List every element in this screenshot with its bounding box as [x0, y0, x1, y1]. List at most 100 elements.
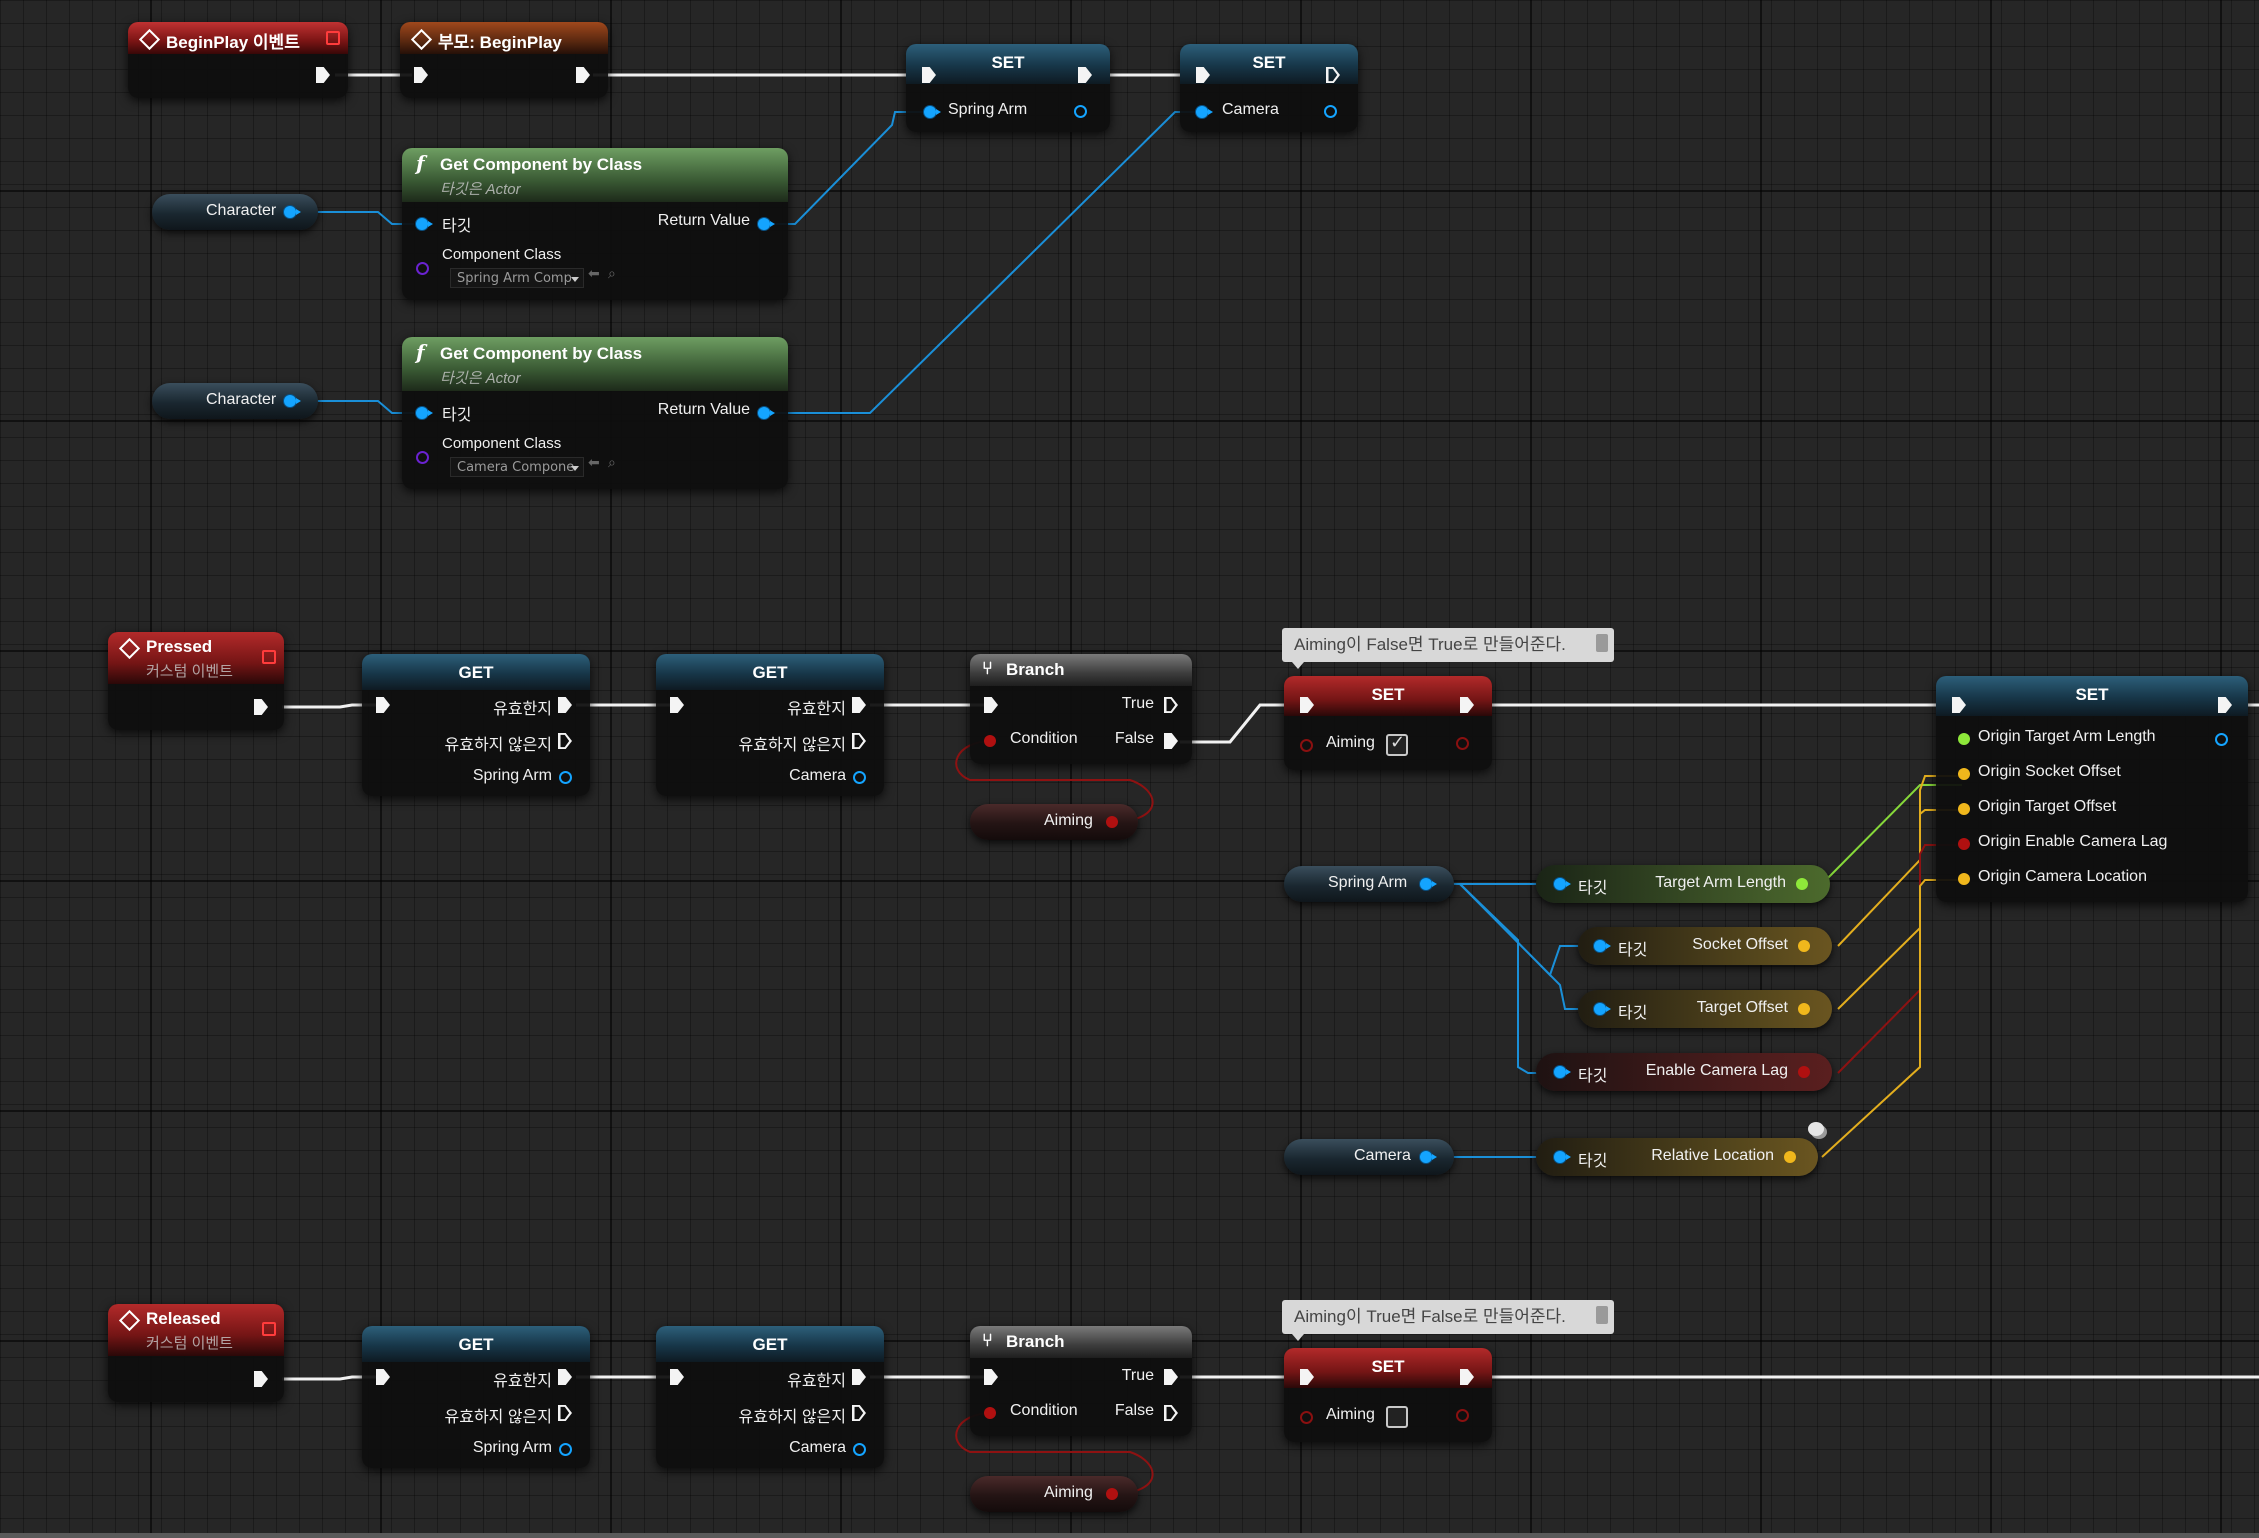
exec-in-pin[interactable] — [670, 697, 684, 713]
camera-out-pin[interactable] — [1420, 1151, 1437, 1163]
aiming-out-pin[interactable] — [1456, 1409, 1469, 1422]
target-offset-getter[interactable]: 타깃 Target Offset — [1578, 990, 1832, 1028]
exec-out-pin[interactable] — [1460, 697, 1474, 713]
exec-out-pin[interactable] — [316, 67, 330, 83]
spring-arm-out-pin[interactable] — [559, 771, 572, 784]
origin-enable-camera-lag-in-pin[interactable] — [1958, 838, 1970, 850]
set-aiming-node[interactable]: SET Aiming — [1284, 676, 1492, 770]
origin-socket-offset-in-pin[interactable] — [1958, 768, 1970, 780]
target-in-pin[interactable] — [1594, 940, 1611, 952]
target-in-pin[interactable] — [416, 218, 433, 230]
target-in-pin[interactable] — [416, 407, 433, 419]
condition-in-pin[interactable] — [984, 1407, 996, 1419]
bool-out-pin[interactable] — [1798, 1066, 1810, 1078]
component-class-dropdown[interactable]: Spring Arm Comp — [450, 268, 584, 288]
aiming-in-pin[interactable] — [1300, 739, 1313, 752]
component-class-dropdown[interactable]: Camera Compone — [450, 457, 584, 477]
exec-in-pin[interactable] — [376, 697, 390, 713]
true-exec-pin[interactable] — [1164, 1369, 1178, 1385]
branch-node[interactable]: ⑂ Branch True Condition False — [970, 1326, 1192, 1436]
comment-bubble[interactable]: Aiming이 False면 True로 만들어준다. — [1282, 628, 1614, 669]
branch-node[interactable]: ⑂ Branch True Condition False — [970, 654, 1192, 764]
component-class-in-pin[interactable] — [416, 451, 429, 464]
camera-out-pin[interactable] — [853, 771, 866, 784]
begin-play-event-node[interactable]: BeginPlay 이벤트 — [128, 22, 348, 98]
use-selected-arrow-icon[interactable]: ⬅ — [588, 455, 600, 471]
browse-search-icon[interactable]: ⌕ — [608, 266, 616, 282]
return-value-out-pin[interactable] — [758, 218, 775, 230]
aiming-out-pin[interactable] — [1456, 737, 1469, 750]
origin-target-arm-length-in-pin[interactable] — [1958, 733, 1970, 745]
aiming-variable[interactable]: Aiming — [970, 804, 1138, 840]
exec-in-pin[interactable] — [376, 1369, 390, 1385]
parent-begin-play-node[interactable]: 부모: BeginPlay — [400, 22, 608, 98]
relative-location-getter[interactable]: 타깃 Relative Location — [1536, 1138, 1818, 1176]
reroute-knot-icon[interactable] — [1808, 1122, 1824, 1136]
use-selected-arrow-icon[interactable]: ⬅ — [588, 266, 600, 282]
exec-out-pin[interactable] — [1460, 1369, 1474, 1385]
delegate-pin-icon[interactable] — [326, 31, 340, 45]
delegate-pin-icon[interactable] — [262, 650, 276, 664]
exec-in-pin[interactable] — [670, 1369, 684, 1385]
set-origin-values-node[interactable]: SET Origin Target Arm Length Origin Sock… — [1936, 676, 2248, 902]
get-spring-arm-node[interactable]: GET 유효한지 유효하지 않은지 Spring Arm — [362, 1326, 590, 1468]
is-not-valid-exec-pin[interactable] — [852, 1405, 866, 1421]
is-valid-exec-pin[interactable] — [852, 697, 866, 713]
float-out-pin[interactable] — [1796, 878, 1808, 890]
get-camera-node[interactable]: GET 유효한지 유효하지 않은지 Camera — [656, 654, 884, 796]
target-arm-length-getter[interactable]: 타깃 Target Arm Length — [1536, 865, 1830, 903]
condition-in-pin[interactable] — [984, 735, 996, 747]
comment-bubble[interactable]: Aiming이 True면 False로 만들어준다. — [1282, 1300, 1614, 1341]
is-valid-exec-pin[interactable] — [852, 1369, 866, 1385]
exec-out-pin[interactable] — [254, 699, 268, 715]
camera-out-pin[interactable] — [853, 1443, 866, 1456]
get-spring-arm-node[interactable]: GET 유효한지 유효하지 않은지 Spring Arm — [362, 654, 590, 796]
pressed-event-node[interactable]: Pressed 커스텀 이벤트 — [108, 632, 284, 730]
true-exec-pin[interactable] — [1164, 697, 1178, 713]
aiming-out-pin[interactable] — [1106, 816, 1118, 828]
vector-out-pin[interactable] — [1784, 1151, 1796, 1163]
spring-arm-out-pin[interactable] — [559, 1443, 572, 1456]
target-in-pin[interactable] — [1594, 1003, 1611, 1015]
pin-comment-icon[interactable] — [1596, 634, 1608, 652]
exec-in-pin[interactable] — [984, 697, 998, 713]
spring-arm-out-pin[interactable] — [1074, 105, 1087, 118]
pin-comment-icon[interactable] — [1596, 1306, 1608, 1324]
target-in-pin[interactable] — [1554, 878, 1571, 890]
released-event-node[interactable]: Released 커스텀 이벤트 — [108, 1304, 284, 1402]
exec-in-pin[interactable] — [414, 67, 428, 83]
origin-target-offset-in-pin[interactable] — [1958, 803, 1970, 815]
get-component-by-class-node[interactable]: f Get Component by Class 타깃은 Actor 타깃 Re… — [402, 148, 788, 300]
character-out-pin[interactable] — [284, 395, 301, 407]
exec-in-pin[interactable] — [984, 1369, 998, 1385]
is-not-valid-exec-pin[interactable] — [558, 1405, 572, 1421]
exec-out-pin[interactable] — [576, 67, 590, 83]
vector-out-pin[interactable] — [1798, 940, 1810, 952]
false-exec-pin[interactable] — [1164, 1405, 1178, 1421]
character-out-pin[interactable] — [284, 206, 301, 218]
is-valid-exec-pin[interactable] — [558, 1369, 572, 1385]
camera-out-pin[interactable] — [1324, 105, 1337, 118]
exec-out-pin[interactable] — [2218, 697, 2232, 713]
aiming-checkbox[interactable] — [1386, 1406, 1408, 1428]
return-value-out-pin[interactable] — [758, 407, 775, 419]
is-not-valid-exec-pin[interactable] — [558, 733, 572, 749]
exec-in-pin[interactable] — [1952, 697, 1966, 713]
character-variable[interactable]: Character — [152, 194, 318, 230]
browse-search-icon[interactable]: ⌕ — [608, 455, 616, 471]
enable-camera-lag-getter[interactable]: 타깃 Enable Camera Lag — [1536, 1053, 1832, 1091]
camera-variable[interactable]: Camera — [1284, 1139, 1454, 1175]
character-variable[interactable]: Character — [152, 383, 318, 419]
aiming-variable[interactable]: Aiming — [970, 1476, 1138, 1512]
is-valid-exec-pin[interactable] — [558, 697, 572, 713]
delegate-pin-icon[interactable] — [262, 1322, 276, 1336]
exec-in-pin[interactable] — [1196, 67, 1210, 83]
socket-offset-getter[interactable]: 타깃 Socket Offset — [1578, 927, 1832, 965]
aiming-checkbox[interactable] — [1386, 732, 1408, 756]
aiming-out-pin[interactable] — [1106, 1488, 1118, 1500]
set-aiming-node[interactable]: SET Aiming — [1284, 1348, 1492, 1442]
exec-in-pin[interactable] — [1300, 1369, 1314, 1385]
origin-camera-location-in-pin[interactable] — [1958, 873, 1970, 885]
exec-in-pin[interactable] — [1300, 697, 1314, 713]
component-class-in-pin[interactable] — [416, 262, 429, 275]
